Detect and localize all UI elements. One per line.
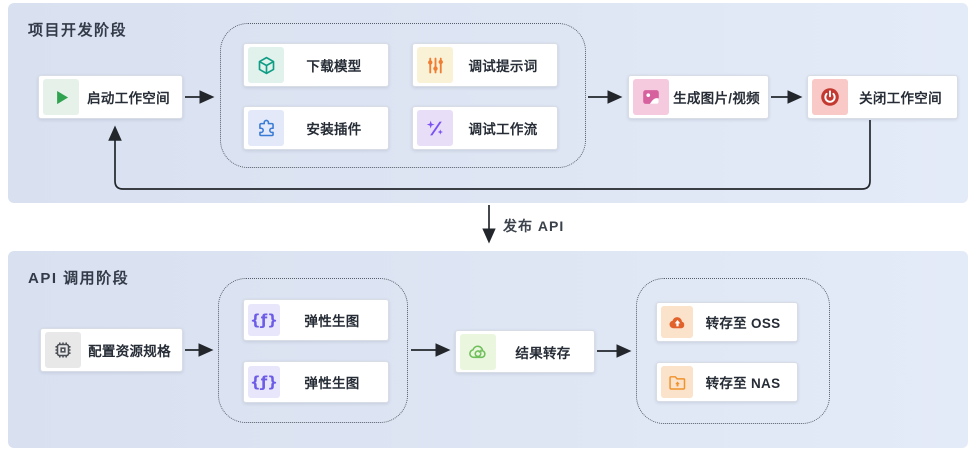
function-icon: {ƒ} xyxy=(248,366,280,398)
sparkle-slash-icon xyxy=(417,110,453,146)
node-elastic-generation-1: {ƒ} 弹性生图 xyxy=(243,299,389,341)
chip-icon xyxy=(45,332,81,368)
node-label: 配置资源规格 xyxy=(88,344,171,359)
folder-upload-icon xyxy=(661,366,693,398)
puzzle-icon xyxy=(248,110,284,146)
cloud-upload-icon xyxy=(661,306,693,338)
node-configure-resources: 配置资源规格 xyxy=(40,328,183,372)
node-result-transfer: 结果转存 xyxy=(455,330,595,373)
node-label: 弹性生图 xyxy=(304,314,360,329)
section-api-title: API 调用阶段 xyxy=(28,270,130,287)
node-label: 结果转存 xyxy=(515,345,571,361)
publish-api-label: 发布 API xyxy=(503,218,565,234)
play-icon xyxy=(43,79,79,115)
node-label: 下载模型 xyxy=(306,59,362,74)
section-dev-title: 项目开发阶段 xyxy=(28,22,128,39)
node-download-model: 下载模型 xyxy=(243,43,389,87)
function-icon: {ƒ} xyxy=(248,304,280,336)
group-elastic-generation xyxy=(218,278,408,423)
node-label: 启动工作空间 xyxy=(87,91,170,106)
image-icon xyxy=(633,79,669,115)
node-start-workspace: 启动工作空间 xyxy=(38,75,183,119)
node-label: 安装插件 xyxy=(306,122,362,137)
node-stop-workspace: 关闭工作空间 xyxy=(807,75,958,119)
node-label: 调试提示词 xyxy=(468,59,538,74)
node-label: 关闭工作空间 xyxy=(859,91,942,106)
cloud-sync-icon xyxy=(460,333,496,370)
cube-icon xyxy=(248,47,284,83)
node-label: 生成图片/视频 xyxy=(673,91,760,106)
power-icon xyxy=(812,79,848,115)
node-transfer-to-nas: 转存至 NAS xyxy=(656,362,798,402)
node-elastic-generation-2: {ƒ} 弹性生图 xyxy=(243,361,389,403)
node-install-plugin: 安装插件 xyxy=(243,106,389,150)
group-result-transfer xyxy=(636,278,830,424)
node-debug-workflow: 调试工作流 xyxy=(412,106,558,150)
node-label: 调试工作流 xyxy=(468,122,538,137)
sliders-icon xyxy=(417,47,453,83)
node-label: 弹性生图 xyxy=(304,376,360,391)
node-label: 转存至 OSS xyxy=(705,316,781,331)
node-generate-media: 生成图片/视频 xyxy=(628,75,769,119)
node-label: 转存至 NAS xyxy=(705,376,781,391)
node-debug-prompt: 调试提示词 xyxy=(412,43,558,87)
node-transfer-to-oss: 转存至 OSS xyxy=(656,302,798,342)
